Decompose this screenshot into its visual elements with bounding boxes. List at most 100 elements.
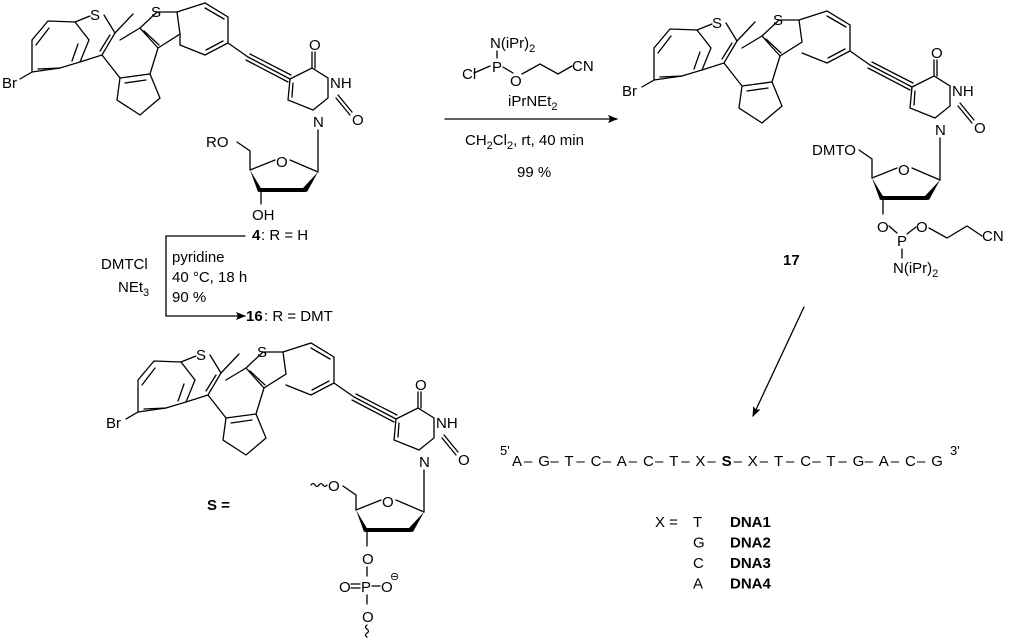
svg-text:CH2Cl2, rt, 40 min: CH2Cl2, rt, 40 min [465,132,584,152]
dna-base: A [879,453,889,470]
svg-text:99 %: 99 % [517,164,551,181]
compound-4-label: 4 : R = H [252,227,308,244]
dna-bond-dash: – [524,453,533,470]
svg-text:4: 4 [252,227,261,244]
dna-base: T [774,453,783,470]
svg-text:O: O [362,609,374,626]
substituent-ro: RO [206,134,229,151]
atom-n: N [313,114,324,131]
svg-text:⊖: ⊖ [390,571,399,583]
svg-text:P: P [897,233,907,250]
variant-name: DNA1 [730,514,771,531]
svg-text:O: O [339,579,351,596]
dna-base: C [800,453,811,470]
svg-text:: R = H: : R = H [261,227,308,244]
svg-text:O: O [381,579,393,596]
svg-text:N: N [935,122,946,139]
svg-text:DMTCl: DMTCl [101,256,148,273]
svg-text:Br: Br [106,415,121,432]
dna-bond-dash: – [786,453,795,470]
svg-text:16: 16 [246,308,263,325]
svg-text:90 %: 90 % [172,289,206,306]
svg-text:S: S [257,344,267,361]
svg-text:S: S [712,15,722,32]
svg-text:iPrNEt2: iPrNEt2 [508,93,557,113]
variant-base: C [693,555,704,572]
dna-base: T [826,453,835,470]
svg-text:40 °C, 18 h: 40 °C, 18 h [172,269,247,286]
step1-conditions: pyridine 40 °C, 18 h 90 % [172,249,247,306]
variant-name: DNA3 [730,555,771,572]
dna-base: C [643,453,654,470]
atom-s2: S [151,4,161,21]
dna-base: C [591,453,602,470]
svg-text:NH: NH [436,415,458,432]
svg-text:Br: Br [622,83,637,100]
dna-base: T [669,453,678,470]
svg-text:N(iPr)2: N(iPr)2 [893,260,938,280]
three-prime-label: 3' [950,443,960,458]
variant-row: C DNA3 [693,555,771,572]
dna-base: T [564,453,573,470]
svg-text:O: O [328,478,340,495]
step2-reagent-phosphitylating: N(iPr)2 P Cl O CN [462,35,594,90]
dna-base: A [512,453,522,470]
step2-base: iPrNEt2 [508,93,557,113]
svg-text:O: O [916,219,928,236]
variant-base: A [693,576,703,593]
svg-text:O: O [510,73,522,90]
dna-bond-dash: – [734,453,743,470]
atom-o-carbonyl-top: O [309,37,321,54]
atom-s1: S [90,7,100,24]
variant-base: T [693,514,702,531]
step1-arrow [165,235,246,320]
svg-text:NH: NH [952,83,974,100]
atom-br: Br [2,75,17,92]
svg-text:O: O [898,162,910,179]
svg-text:pyridine: pyridine [172,249,225,266]
step1-reagents: DMTCl NEt3 [101,256,149,299]
dna-bond-dash: – [838,453,847,470]
dna-bond-dash: – [865,453,874,470]
step2-conditions: CH2Cl2, rt, 40 min 99 % [465,132,584,181]
dna-bond-dash: – [681,453,690,470]
svg-text:P: P [361,579,371,596]
dna-base: C [905,453,916,470]
svg-text:O: O [974,120,986,137]
dna-bond-dash: – [707,453,716,470]
svg-text:O: O [458,452,470,469]
svg-text:Cl: Cl [462,66,476,83]
dna-bond-dash: – [629,453,638,470]
variant-name: DNA4 [730,576,771,593]
variant-name: DNA2 [730,535,771,552]
variant-row: T DNA1 [693,514,771,531]
svg-text:N: N [419,454,430,471]
dna-bond-dash: – [760,453,769,470]
svg-text:: R = DMT: : R = DMT [264,308,333,325]
dna-base: X [748,453,758,470]
svg-text:P: P [492,59,502,76]
dna-bond-dash: – [917,453,926,470]
dna-bond-dash: – [891,453,900,470]
five-prime-label: 5' [500,443,510,458]
dna-base: G [853,453,865,470]
dna-base: G [931,453,943,470]
svg-text:O: O [931,45,943,62]
residue-s-label: S = [207,497,230,514]
compound-17-label: 17 [783,252,800,269]
residue-s-structure: Br S S O NH O N O [106,342,470,638]
svg-text:O: O [362,551,374,568]
svg-text:CN: CN [572,58,594,75]
svg-text:DMTO: DMTO [812,142,856,159]
svg-text:N(iPr)2: N(iPr)2 [490,35,535,55]
atom-o-ring: O [276,154,288,171]
compound-17-structure: Br S S O NH O N DMTO [622,10,1004,280]
svg-text:CN: CN [982,228,1004,245]
variant-row: A DNA4 [693,576,771,593]
dna-bond-dash: – [576,453,585,470]
hydroxyl-oh: OH [252,207,275,224]
dna-base: G [538,453,550,470]
dna-bond-dash: – [603,453,612,470]
